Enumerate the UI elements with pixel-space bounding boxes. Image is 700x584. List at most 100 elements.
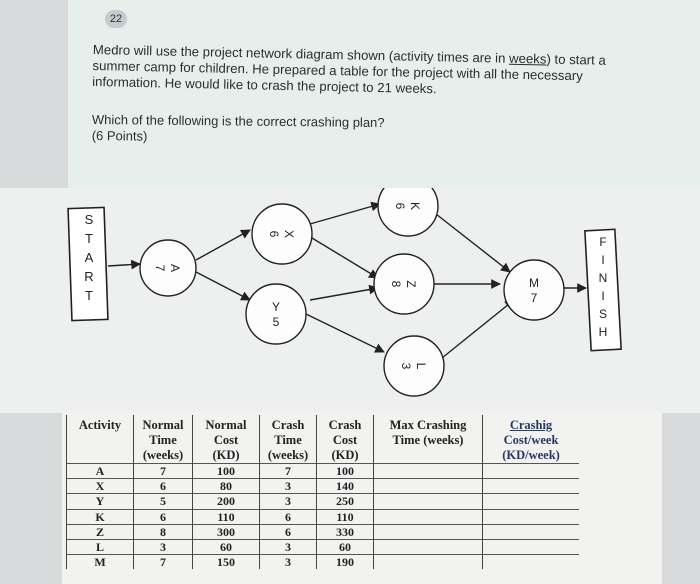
cell-crash-cost: 140	[316, 478, 374, 494]
question-prompt: Which of the following is the correct cr…	[92, 112, 492, 148]
diagram-background	[0, 188, 700, 413]
cell-max-crashing	[373, 478, 483, 494]
node-a-label: A7	[153, 264, 182, 272]
edge-start-a	[107, 259, 141, 270]
node-x-time: 6	[267, 231, 281, 238]
node-k-time: 6	[393, 203, 407, 210]
network-node-circles	[139, 188, 565, 397]
cell-activity: A	[66, 462, 134, 479]
header-crash-cost-l3: (KD)	[331, 448, 359, 462]
cell-crash-time: 3	[259, 478, 317, 494]
node-a-time: 7	[153, 265, 167, 272]
header-crash-time: Crash Time (weeks)	[259, 415, 317, 464]
node-k-label: K6	[393, 202, 422, 210]
cell-normal-time: 3	[133, 538, 193, 555]
cell-crash-cost: 60	[316, 538, 374, 555]
node-y-letter: Y	[272, 300, 280, 314]
cell-max-crashing	[373, 493, 483, 510]
cell-max-crashing	[373, 508, 483, 525]
edge-l-m	[441, 299, 515, 359]
cell-crash-cost-week	[482, 523, 579, 540]
node-m-time: 7	[531, 291, 538, 305]
header-normal-cost: Normal Cost (KD)	[192, 415, 260, 464]
cell-activity: M	[66, 554, 134, 570]
node-m-letter: M	[529, 276, 539, 290]
header-normal-time-l2: Time	[149, 433, 177, 447]
header-crash-cost-l1: Crash	[328, 418, 362, 432]
node-l-letter: L	[414, 363, 428, 370]
header-crash-cost-week: Crashig Cost/week (KD/week)	[482, 415, 579, 464]
node-l-label: L3	[399, 363, 428, 370]
node-k-letter: K	[408, 202, 422, 210]
cell-crash-time: 3	[259, 538, 317, 555]
header-normal-cost-l3: (KD)	[212, 448, 240, 462]
cell-normal-time: 6	[133, 478, 193, 494]
header-activity: Activity	[66, 415, 134, 464]
header-normal-time-l1: Normal	[142, 418, 184, 432]
header-normal-cost-l2: Cost	[213, 433, 239, 447]
cell-crash-time: 3	[259, 554, 317, 570]
node-x-letter: X	[282, 230, 296, 238]
cell-crash-time: 6	[259, 508, 317, 525]
edge-x-z	[311, 237, 379, 279]
header-crash-cost-week-l1: Crashig	[509, 418, 553, 432]
header-crash-time-l3: (weeks)	[267, 448, 309, 462]
cell-activity: Z	[66, 523, 134, 540]
header-max-crashing-l1: Max Crashing	[389, 418, 467, 432]
cell-activity: X	[66, 478, 134, 494]
edge-k-m	[435, 213, 511, 273]
cell-normal-cost: 80	[192, 478, 260, 494]
node-z-letter: Z	[404, 280, 418, 287]
node-y	[245, 283, 307, 345]
cell-normal-time: 6	[133, 508, 193, 525]
cell-crash-cost-week	[482, 493, 579, 510]
node-l-time: 3	[399, 363, 413, 370]
cell-max-crashing	[373, 554, 483, 570]
cell-normal-time: 8	[133, 523, 193, 540]
header-crash-time-l1: Crash	[271, 418, 305, 432]
header-normal-cost-l1: Normal	[205, 418, 247, 432]
cell-crash-time: 3	[259, 493, 317, 510]
cell-max-crashing	[373, 538, 483, 555]
cell-activity: Y	[66, 493, 134, 510]
question-card	[68, 0, 700, 188]
cell-crash-time: 7	[259, 462, 317, 479]
header-crash-cost-week-l2: Cost/week	[503, 433, 559, 447]
node-m	[503, 259, 565, 321]
node-y-time: 5	[273, 315, 280, 329]
cell-activity: L	[66, 538, 134, 555]
cell-crash-time: 6	[259, 523, 317, 540]
node-x-label: X6	[267, 230, 296, 238]
question-number: 22	[105, 10, 127, 28]
question-text-weeks: weeks	[508, 50, 547, 67]
cell-normal-cost: 200	[192, 493, 260, 510]
cell-normal-time: 7	[133, 554, 193, 570]
node-k	[377, 188, 439, 237]
node-a	[139, 239, 197, 297]
cell-crash-cost-week	[482, 554, 579, 570]
cell-max-crashing	[373, 523, 483, 540]
cell-normal-time: 7	[133, 462, 193, 479]
cell-crash-cost: 330	[316, 523, 374, 540]
edge-a-x	[195, 229, 251, 261]
edge-y-l	[305, 313, 385, 353]
cell-max-crashing	[373, 462, 483, 479]
node-a-letter: A	[168, 264, 182, 272]
cell-crash-cost-week	[482, 478, 579, 494]
header-crash-cost-week-l3: (KD/week)	[502, 448, 560, 462]
cell-crash-cost: 100	[316, 462, 374, 479]
edge-x-k	[309, 201, 381, 225]
